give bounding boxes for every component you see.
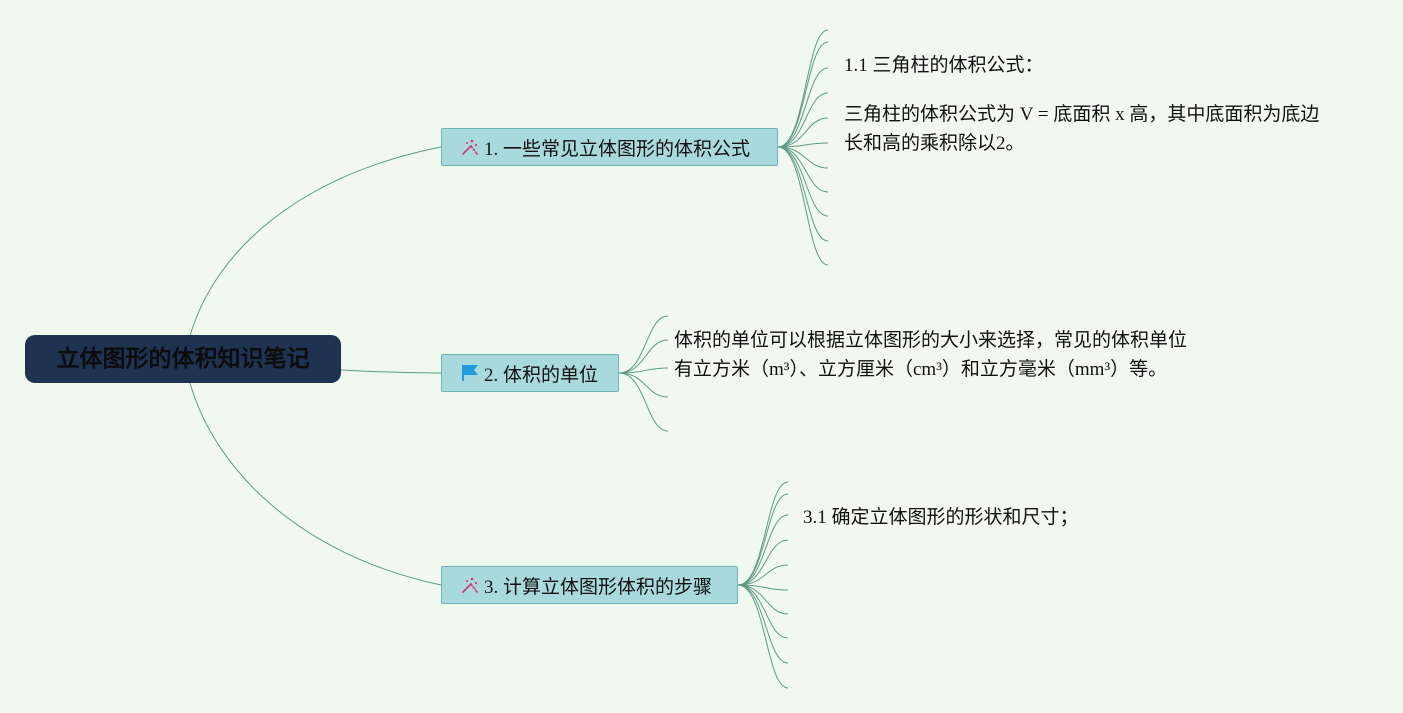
connector-branch-2-leaf-5 (618, 372, 669, 432)
branch-label: 1. 一些常见立体图形的体积公式 (484, 138, 751, 160)
branch-volume-formulas[interactable]: 1. 一些常见立体图形的体积公式 (441, 128, 778, 166)
branch-calculation-steps[interactable]: 3. 计算立体图形体积的步骤 (441, 566, 738, 604)
branch-label: 2. 体积的单位 (484, 364, 599, 386)
flag-icon (460, 363, 480, 383)
connector-branch-2-leaf-2 (618, 339, 669, 374)
root-topic-label: 立体图形的体积知识笔记 (56, 346, 310, 372)
connector-branch-3-leaf-3 (737, 514, 789, 586)
connector-branch-1-leaf-1 (777, 29, 829, 148)
connector-root-branch-1 (189, 146, 442, 337)
leaf-triangular-prism-formula[interactable]: 三角柱的体积公式为 V = 底面积 x 高，其中底面积为底边长和高的乘积除以2。 (844, 104, 1320, 154)
connector-branch-3-leaf-10 (737, 584, 789, 689)
connector-branch-3-leaf-8 (737, 584, 789, 639)
connector-root-branch-3 (189, 382, 442, 586)
connector-root-branch-2 (339, 369, 442, 374)
connector-branch-1-leaf-10 (777, 146, 829, 242)
connector-branch-3-leaf-2 (737, 493, 789, 586)
connector-branch-2-leaf-3 (618, 367, 669, 374)
leaf-determine-shape-size[interactable]: 3.1 确定立体图形的形状和尺寸； (803, 507, 1079, 528)
leaf-volume-units-description[interactable]: 体积的单位可以根据立体图形的大小来选择，常见的体积单位有立方米（m³）、立方厘米… (674, 330, 1188, 380)
branch-volume-units[interactable]: 2. 体积的单位 (441, 354, 619, 392)
connector-branch-1-leaf-11 (777, 146, 829, 266)
magic-wand-icon (460, 575, 480, 595)
connector-branch-1-leaf-3 (777, 67, 829, 148)
connector-branch-1-leaf-4 (777, 92, 829, 148)
connector-branch-1-leaf-5 (777, 117, 829, 148)
connector-branch-3-leaf-1 (737, 481, 789, 586)
connector-branch-1-leaf-8 (777, 146, 829, 193)
connector-branch-1-leaf-2 (777, 41, 829, 148)
connector-branch-3-leaf-5 (737, 564, 789, 586)
magic-wand-icon (460, 137, 480, 157)
connector-branch-2-leaf-1 (618, 315, 669, 374)
connector-branch-2-leaf-4 (618, 372, 669, 398)
connector-branch-1-leaf-9 (777, 146, 829, 217)
connector-branch-3-leaf-4 (737, 539, 789, 586)
connector-branch-1-leaf-6 (777, 142, 829, 148)
root-topic[interactable]: 立体图形的体积知识笔记 (25, 335, 341, 383)
branch-label: 3. 计算立体图形体积的步骤 (484, 576, 713, 598)
leaf-triangular-prism-heading[interactable]: 1.1 三角柱的体积公式： (844, 55, 1044, 76)
